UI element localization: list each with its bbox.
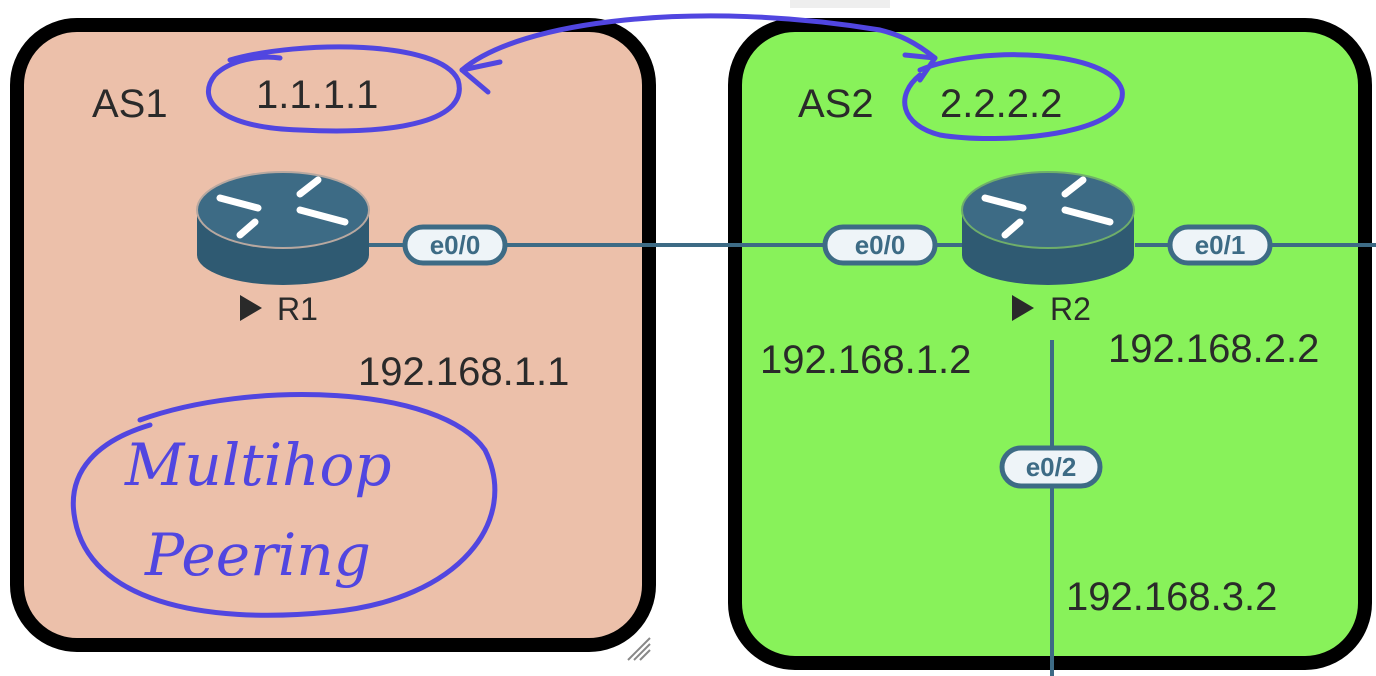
interface-r2-e0-2[interactable]: e0/2 xyxy=(999,445,1103,489)
ip-r2-e0-0: 192.168.1.2 xyxy=(760,338,971,382)
interface-label: e0/1 xyxy=(1195,230,1246,260)
interface-label: e0/2 xyxy=(1026,452,1077,482)
circle-1-1-1-1 xyxy=(205,44,462,134)
expand-r2-icon[interactable] xyxy=(1012,295,1034,321)
as1-zone[interactable] xyxy=(10,18,656,652)
annotation-peering: Peering xyxy=(144,521,371,589)
peering-arrow xyxy=(459,13,938,73)
interface-r1-e0-0[interactable]: e0/0 xyxy=(402,224,508,266)
interface-r2-e0-1[interactable]: e0/1 xyxy=(1167,224,1273,266)
as1-label: AS1 xyxy=(92,82,168,126)
interface-r2-e0-0[interactable]: e0/0 xyxy=(822,224,938,266)
handwritten-annotations xyxy=(70,13,1125,618)
ip-r2-e0-2: 192.168.3.2 xyxy=(1066,575,1277,619)
circle-multihop-peering xyxy=(70,392,498,618)
ip-r1-e0-0: 192.168.1.1 xyxy=(358,350,569,394)
arrow-head-right-icon xyxy=(902,52,938,83)
tab-edge xyxy=(790,0,890,8)
interface-label: e0/0 xyxy=(430,230,481,260)
annotation-multihop: Multihop xyxy=(124,431,392,499)
as2-label: AS2 xyxy=(798,82,874,126)
ip-r2-e0-1: 192.168.2.2 xyxy=(1108,327,1319,371)
expand-r1-icon[interactable] xyxy=(240,295,262,321)
circle-2-2-2-2 xyxy=(902,52,1125,142)
interface-label: e0/0 xyxy=(855,230,906,260)
router-r1-label: R1 xyxy=(277,291,318,327)
router-r2-label: R2 xyxy=(1050,291,1091,327)
router-r1-icon[interactable] xyxy=(196,171,370,285)
as1-router-id: 1.1.1.1 xyxy=(256,73,378,117)
arrow-head-left-icon xyxy=(459,59,503,95)
resize-grip-icon[interactable] xyxy=(627,637,651,661)
as2-router-id: 2.2.2.2 xyxy=(940,82,1062,126)
router-r2-icon[interactable] xyxy=(961,171,1135,285)
